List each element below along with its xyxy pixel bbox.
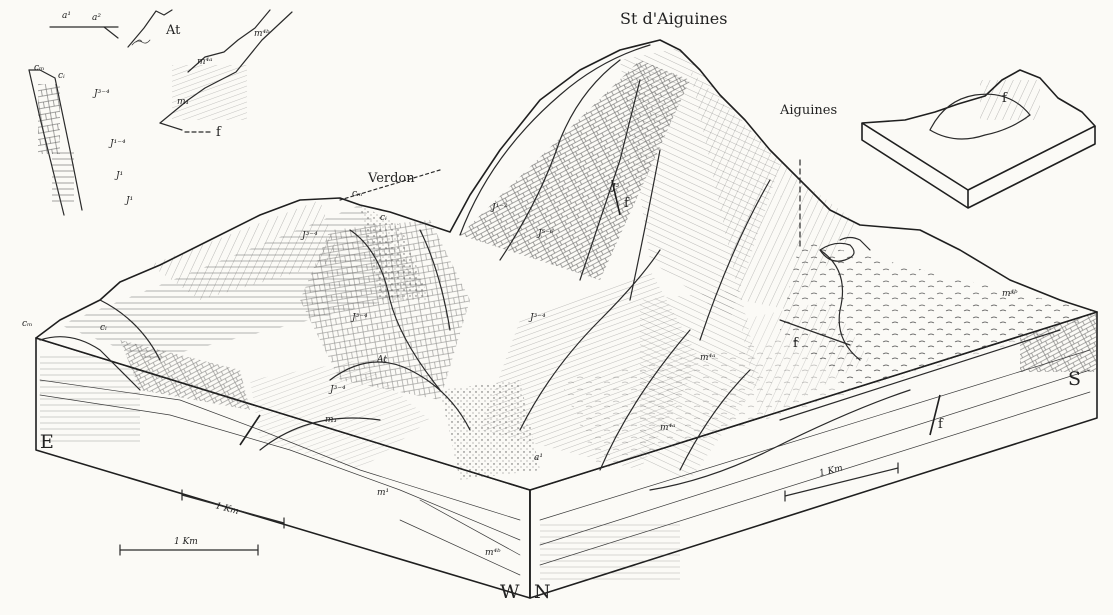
legend-m4a: m⁴ᵃ (197, 57, 213, 67)
block-m4a-2: m⁴ᵃ (660, 423, 676, 433)
label-fault-legend: f (216, 125, 222, 140)
legend-cm: cₘ (34, 63, 45, 73)
block-ci-2: cᵢ (380, 213, 387, 223)
block-a1: a¹ (534, 453, 543, 463)
legend-a2: a² (92, 13, 101, 23)
legend-ci: cᵢ (58, 71, 65, 81)
legend-j34: J³⁻⁴ (92, 89, 110, 99)
block-cm-2: cₘ (352, 189, 363, 199)
label-at-block: At (376, 355, 387, 365)
block-m4b-1: m⁴ᵇ (1002, 289, 1018, 299)
label-dir-east: E (40, 431, 54, 453)
legend-j1: J¹ (114, 171, 123, 181)
label-river: Verdon (367, 171, 415, 186)
label-dir-west: W (500, 581, 520, 603)
label-summit: St d'Aiguines (620, 9, 727, 28)
legend-m4b: m⁴ᵇ (254, 29, 270, 39)
legend-j1b: J¹ (124, 196, 133, 206)
block-j34-d: J³⁻⁴ (328, 385, 346, 395)
legend-j14: J¹⁻⁴ (108, 139, 126, 149)
block-j34-a: J³⁻⁴ (300, 231, 318, 241)
legend-a1: a¹ (62, 11, 71, 21)
block-j3: J³ (610, 183, 620, 193)
label-dir-south: S (1068, 368, 1081, 390)
block-j56: J⁵⁻⁶ (536, 229, 554, 239)
block-m1b: m¹ (377, 488, 389, 498)
block-j34-c: J³⁻⁴ (528, 313, 546, 323)
label-dir-north: N (534, 581, 551, 603)
label-scale-lower: 1 Km (174, 537, 198, 547)
label-town: Aiguines (779, 103, 837, 118)
block-m4b-2: m⁴ᵇ (485, 548, 501, 558)
block-cm-1: cₘ (22, 319, 33, 329)
inset-block-diagram (862, 70, 1095, 208)
legend-sketches (29, 10, 292, 215)
block-j12: J¹⁻² (490, 203, 508, 213)
label-at-inset: At (165, 23, 181, 38)
legend-m1: m₁ (177, 97, 189, 107)
block-m4a-1: m⁴ᵃ (700, 353, 716, 363)
block-ci-1: cᵢ (100, 323, 107, 333)
block-m1: m₁ (325, 415, 337, 425)
block-j34-b: J³⁻⁴ (350, 313, 368, 323)
